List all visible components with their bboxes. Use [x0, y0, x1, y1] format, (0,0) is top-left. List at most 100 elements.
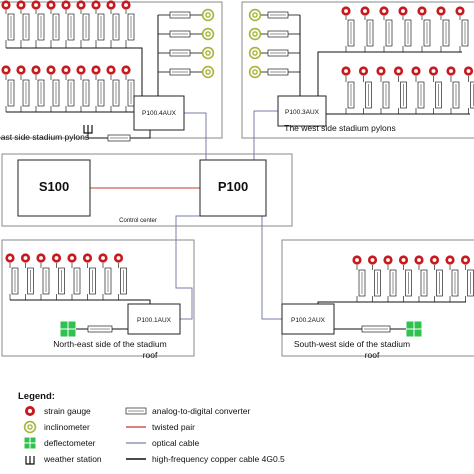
w-pylons-frame [241, 1, 474, 139]
strain-gauge-icon [36, 253, 46, 263]
strain-gauge-icon [61, 0, 71, 10]
strain-gauge-inner [79, 3, 83, 7]
optical-cable-w-pylons [253, 110, 278, 160]
adc-converter-icon [97, 79, 105, 107]
strain-gauge-inner [370, 258, 375, 262]
strain-gauge-inner [34, 68, 38, 72]
strain-gauge-icon [376, 66, 386, 76]
strain-gauge-icon [411, 66, 421, 76]
legend-twisted-pair-label: twisted pair [152, 422, 195, 432]
strain-gauge-icon [16, 65, 26, 75]
strain-gauge-inner [417, 258, 421, 262]
strain-gauge-inner [439, 9, 443, 13]
strain-gauge-icon [428, 66, 439, 76]
legend-strain-gauge-label: strain gauge [44, 406, 91, 416]
w-row2-bus-copper [325, 110, 470, 115]
strain-gauge-inner [420, 9, 424, 13]
strain-gauge-icon [429, 255, 440, 265]
strain-gauge-inner [382, 9, 386, 13]
adc-converter-icon [400, 81, 407, 109]
adc-converter-icon [470, 81, 474, 109]
strain-gauge-icon [352, 255, 362, 265]
inclinometer-inner [252, 31, 258, 37]
strain-gauge-icon [113, 253, 124, 263]
adc-converter-icon [417, 81, 425, 109]
adc-converter-icon [112, 79, 120, 107]
adc-converter-icon [120, 267, 127, 295]
strain-gauge-icon [16, 0, 26, 10]
s100-label: S100 [39, 179, 69, 194]
p100-box [199, 159, 267, 217]
adc-converter-icon [73, 267, 81, 295]
adc-converter-icon [452, 81, 460, 109]
strain-gauge-icon [445, 255, 455, 265]
adc-converter-icon [42, 267, 50, 295]
strain-gauge-icon [360, 6, 370, 16]
strain-gauge-icon [106, 0, 116, 10]
adc-converter-icon [366, 19, 374, 47]
strain-gauge-inner [64, 3, 68, 7]
legend-inclinometer-label: inclinometer [44, 422, 90, 432]
p100-4aux-box [133, 95, 185, 131]
strain-gauge-icon [383, 255, 393, 265]
ne-roof-label-line2: roof [143, 350, 158, 360]
adc-converter-icon [58, 267, 65, 295]
strain-gauge-inner [363, 9, 367, 13]
strain-gauge-icon [31, 0, 41, 10]
strain-gauge-icon [51, 253, 62, 263]
inclinometer-inner [252, 12, 258, 18]
strain-gauge-icon [460, 255, 471, 265]
adc-converter-icon [267, 30, 289, 38]
adc-converter-icon [404, 19, 412, 47]
adc-converter-icon [267, 11, 289, 19]
adc-converter-icon [127, 13, 135, 41]
strain-gauge-inner [432, 258, 437, 262]
inclinometer-inner [252, 69, 258, 75]
ne-roof-frame [1, 239, 195, 357]
strain-gauge-icon [1, 65, 11, 75]
adc-converter-icon [405, 269, 412, 297]
sw-roof-frame [281, 239, 474, 357]
strain-gauge-inner [109, 3, 113, 7]
strain-gauge-icon [76, 0, 86, 10]
inclinometer-icon [248, 27, 262, 41]
strain-gauge-inner [448, 258, 452, 262]
adc-converter-icon [423, 19, 431, 47]
adc-converter-icon [347, 19, 355, 47]
sw-roof-label-line1: South-west side of the stadium [294, 339, 410, 349]
strain-gauge-icon [121, 0, 131, 10]
strain-gauge-icon [76, 65, 86, 75]
strain-gauge-inner [344, 69, 348, 73]
legend-weather-station-label: weather station [43, 454, 102, 464]
strain-gauge-inner [101, 256, 105, 260]
inclinometer-icon [201, 46, 215, 60]
optical-cable-sw-roof [261, 216, 282, 320]
strain-gauge-inner [431, 69, 436, 73]
strain-gauge-icon [91, 65, 101, 75]
strain-gauge-inner [49, 3, 53, 7]
gauge-bus-copper [6, 47, 143, 96]
inclinometer-inner [205, 69, 211, 75]
strain-gauge-icon [455, 6, 465, 16]
p100-2aux-label: P100.2AUX [291, 317, 326, 324]
strain-gauge-inner [79, 68, 83, 72]
p100-3aux-label: P100.3AUX [285, 109, 320, 116]
strain-gauge-icon [82, 253, 93, 263]
adc-converter-icon [127, 79, 135, 107]
adc-converter-icon [7, 13, 15, 41]
adc-converter-icon [347, 81, 355, 109]
strain-gauge-icon [398, 255, 409, 265]
adc-converter-icon [104, 267, 112, 295]
legend-title: Legend: [18, 391, 55, 402]
optical-cable-ne-pylons [184, 112, 207, 160]
adc-converter-icon [365, 81, 372, 109]
p100-1aux-label: P100.1AUX [137, 317, 172, 324]
strain-gauge-inner [109, 68, 113, 72]
strain-gauge-icon [358, 66, 369, 76]
inclinometer-inner [205, 31, 211, 37]
strain-gauge-inner [124, 68, 128, 72]
strain-gauge-icon [20, 253, 31, 263]
adc-converter-icon [7, 79, 15, 107]
strain-gauge-inner [355, 258, 359, 262]
strain-gauge-icon [61, 65, 71, 75]
